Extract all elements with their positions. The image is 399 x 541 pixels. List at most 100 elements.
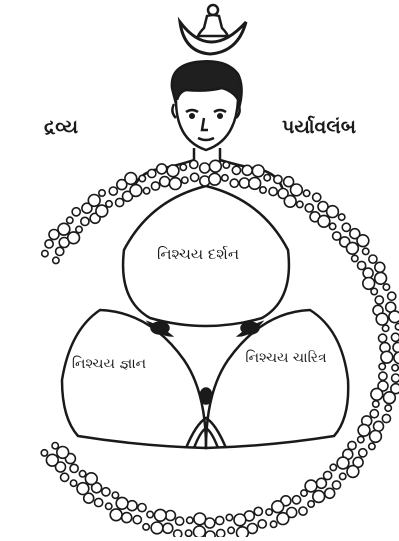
bead	[41, 450, 47, 456]
bead	[138, 504, 146, 512]
bead	[160, 177, 170, 187]
bead	[237, 527, 249, 537]
bead	[384, 392, 396, 404]
bead	[342, 223, 350, 231]
bead	[174, 530, 182, 537]
bead	[375, 272, 387, 284]
bead	[358, 436, 364, 442]
bead	[347, 466, 359, 478]
bead	[308, 501, 314, 507]
label-bottom-left: નિશ્ચય જ્ઞાન	[64, 356, 154, 372]
bead	[187, 517, 193, 523]
three-lobes	[62, 186, 348, 448]
bead	[223, 162, 229, 168]
bead	[284, 195, 296, 207]
bead	[222, 175, 228, 181]
bead	[369, 255, 377, 263]
bead	[260, 187, 266, 193]
bead	[337, 457, 349, 469]
bead	[363, 278, 375, 290]
bead	[394, 352, 399, 364]
bead	[185, 530, 191, 536]
bead	[340, 473, 346, 479]
bead	[291, 184, 303, 196]
bead	[210, 160, 222, 172]
bead	[230, 179, 238, 187]
bead	[151, 522, 163, 534]
bead	[297, 201, 303, 207]
bead	[148, 169, 156, 177]
bead	[358, 424, 370, 436]
bead	[269, 187, 277, 195]
bead	[109, 187, 117, 195]
bead	[339, 214, 345, 220]
bead	[392, 365, 398, 371]
bead	[381, 351, 393, 363]
bead	[385, 405, 391, 411]
bead	[53, 257, 59, 263]
label-top-left: દ્રવ્ય	[44, 117, 78, 139]
bead	[76, 226, 82, 232]
bead	[333, 232, 341, 240]
bead	[176, 517, 184, 525]
bead	[72, 208, 80, 216]
bead	[379, 372, 387, 380]
bead	[376, 313, 388, 325]
bead	[242, 165, 252, 175]
bead	[274, 175, 282, 183]
bead	[316, 478, 326, 488]
bead	[143, 524, 149, 530]
bead	[347, 242, 359, 254]
bead	[167, 165, 179, 177]
bead	[68, 232, 80, 244]
bead	[332, 481, 340, 489]
label-bottom-right: નિશ્ચય ચારિત્ર	[238, 350, 334, 366]
bead	[393, 342, 399, 352]
bead	[116, 497, 128, 509]
bottom-left-lobe	[62, 310, 206, 448]
bead	[200, 163, 210, 173]
bead	[371, 288, 377, 294]
bead	[379, 363, 385, 369]
bead	[305, 204, 313, 212]
bead	[252, 165, 264, 177]
bead	[85, 473, 97, 485]
bead	[303, 190, 309, 196]
bead	[182, 177, 188, 183]
bead	[258, 520, 266, 528]
bead	[122, 513, 132, 523]
bead	[382, 414, 390, 422]
bead	[371, 388, 383, 400]
bead	[102, 488, 110, 496]
bead	[325, 488, 335, 498]
bead	[157, 164, 167, 174]
bead	[264, 175, 270, 181]
bead	[169, 178, 181, 190]
bead	[151, 182, 159, 190]
bead	[79, 471, 85, 477]
bead	[357, 235, 369, 247]
bead	[95, 498, 103, 506]
bead	[313, 193, 321, 201]
bead	[77, 483, 89, 495]
bead	[58, 223, 70, 235]
label-top-right: પર્યાવલંબ	[282, 117, 356, 139]
bead	[395, 324, 399, 330]
bead	[352, 255, 358, 261]
bead	[266, 509, 272, 515]
bead	[363, 268, 373, 278]
label-center-top: નિશ્ચય દર્શન	[143, 246, 253, 263]
bead	[327, 206, 339, 218]
bead	[277, 513, 289, 525]
bead	[70, 480, 76, 486]
bead	[363, 248, 369, 254]
bead	[375, 296, 383, 304]
bead	[209, 173, 221, 185]
bead	[56, 247, 64, 255]
bead	[292, 496, 300, 504]
bead	[52, 443, 58, 449]
bead	[375, 262, 385, 272]
bead	[330, 464, 336, 470]
bead	[205, 531, 215, 537]
